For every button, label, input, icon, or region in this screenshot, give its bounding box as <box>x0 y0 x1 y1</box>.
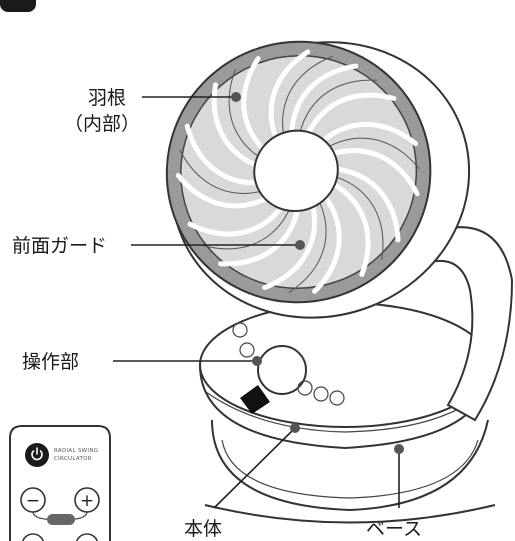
plus-icon: + <box>80 491 94 511</box>
panel-button-2[interactable] <box>239 342 255 358</box>
fan-head <box>165 40 471 319</box>
panel-button-4[interactable] <box>313 386 329 402</box>
remote-brand-line2: CIRCULATOR <box>54 456 92 462</box>
remote-slider[interactable] <box>47 514 75 525</box>
panel-switch[interactable] <box>240 385 270 414</box>
minus-icon: − <box>26 491 40 511</box>
control-panel <box>232 322 345 414</box>
label-base: ベース <box>366 518 422 540</box>
remote-brand-line1: RADIAL SWING <box>54 448 98 454</box>
remote-power-button[interactable] <box>25 443 49 467</box>
label-control-panel: 操作部 <box>22 351 79 373</box>
power-icon <box>31 447 43 461</box>
fan-arm <box>428 226 514 422</box>
leader-lines <box>113 92 404 509</box>
panel-button-5[interactable] <box>329 390 345 406</box>
fan-hub <box>253 129 339 213</box>
label-front-guard: 前面ガード <box>12 235 107 257</box>
label-blade-internal: （内部） <box>64 113 140 135</box>
panel-button-3[interactable] <box>297 380 313 396</box>
panel-button-1[interactable] <box>232 322 248 338</box>
label-blade: 羽根 <box>88 87 126 109</box>
panel-dial[interactable] <box>257 345 307 395</box>
base <box>204 419 496 524</box>
label-body: 本体 <box>184 518 222 540</box>
corner-tab <box>0 0 36 12</box>
remote-control: RADIAL SWING CIRCULATOR − + <box>9 425 111 541</box>
fan-body <box>199 302 491 450</box>
